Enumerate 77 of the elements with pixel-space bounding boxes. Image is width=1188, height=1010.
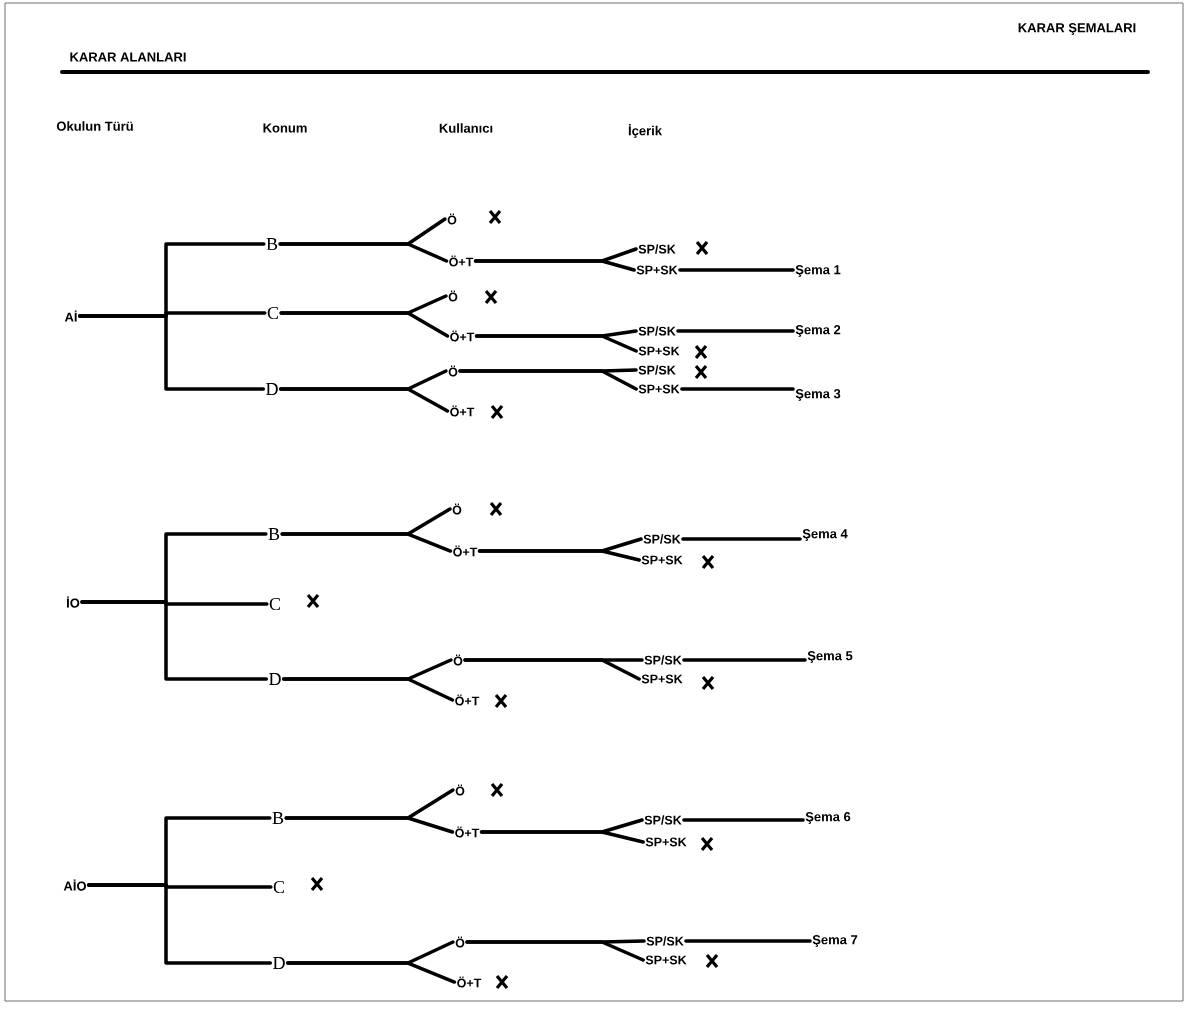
option-label: SP+SK	[641, 555, 683, 565]
bracket-line	[80, 600, 269, 681]
column-heading: Okulun Türü	[56, 121, 133, 131]
fork-line	[285, 961, 457, 984]
option-label: Ö+T	[450, 330, 475, 342]
branch-letter: D	[273, 957, 285, 969]
option-label: SP/SK	[643, 534, 681, 544]
scheme-label: Şema 5	[807, 651, 853, 663]
fork-line	[474, 334, 638, 353]
fork-line	[465, 940, 645, 962]
connector-line	[681, 537, 802, 541]
option-label: SP+SK	[645, 837, 687, 847]
fork-line	[279, 311, 450, 338]
option-label: SP+SK	[636, 265, 678, 275]
option-label: Ö	[455, 936, 465, 948]
connector-line	[680, 387, 795, 391]
branch-letter: D	[269, 673, 281, 685]
option-label: Ö+T	[453, 545, 478, 557]
option-label: Ö+T	[455, 826, 480, 838]
branch-letter: C	[269, 597, 280, 611]
scheme-label: Şema 1	[795, 265, 841, 277]
bracket-line	[77, 314, 266, 391]
option-label: SP/SK	[644, 815, 682, 825]
option-label: SP/SK	[638, 326, 676, 336]
option-label: Ö	[448, 365, 458, 377]
scheme-label: Şema 4	[802, 529, 848, 541]
fork-line	[281, 677, 455, 702]
school-type-label: AİO	[63, 879, 86, 891]
fork-line	[463, 658, 641, 681]
option-label: Ö	[453, 654, 463, 666]
connector-line	[676, 329, 795, 333]
column-heading: Konum	[263, 123, 307, 133]
school-type-label: Aİ	[64, 310, 77, 322]
option-label: Ö	[452, 503, 462, 515]
branch-letter: C	[273, 880, 284, 894]
connector-line	[682, 818, 805, 822]
option-label: Ö	[455, 784, 465, 796]
scheme-label: Şema 2	[795, 325, 841, 337]
fork-line	[284, 816, 455, 834]
fork-line	[278, 387, 450, 413]
fork-line	[479, 830, 645, 844]
branch-letter: C	[267, 306, 278, 320]
option-label: Ö+T	[449, 255, 474, 267]
column-heading: KARAR ŞEMALARI	[1018, 23, 1136, 35]
column-heading: KARAR ALANLARI	[70, 52, 186, 62]
branch-letter: B	[272, 812, 284, 824]
column-heading: İçerik	[628, 124, 662, 138]
fork-line	[477, 549, 641, 562]
column-heading: Kullanıcı	[439, 123, 493, 133]
option-label: SP/SK	[638, 244, 676, 254]
option-label: Ö	[447, 213, 457, 225]
option-label: SP+SK	[641, 674, 683, 684]
scheme-label: Şema 3	[795, 389, 841, 401]
option-label: Ö+T	[457, 976, 482, 988]
option-label: Ö+T	[450, 405, 475, 417]
connector-line	[678, 268, 795, 272]
scheme-label: Şema 7	[812, 935, 858, 947]
fork-line	[473, 259, 636, 272]
bracket-line	[87, 883, 273, 965]
branch-letter: B	[268, 528, 280, 540]
branch-letter: B	[266, 238, 278, 250]
option-label: SP+SK	[638, 384, 680, 394]
scheme-label: Şema 6	[805, 812, 851, 824]
fork-line	[278, 242, 449, 263]
option-label: SP+SK	[645, 955, 687, 965]
fork-line	[280, 532, 453, 553]
connector-line	[684, 939, 812, 943]
fork-line	[458, 369, 638, 391]
school-type-label: İO	[67, 596, 80, 608]
connector-line	[682, 658, 807, 662]
option-label: Ö	[448, 290, 458, 302]
option-label: SP/SK	[644, 655, 682, 665]
option-label: SP/SK	[646, 936, 684, 946]
option-label: SP+SK	[638, 346, 680, 356]
option-label: SP/SK	[638, 365, 676, 375]
branch-letter: D	[266, 383, 278, 395]
option-label: Ö+T	[455, 694, 480, 706]
